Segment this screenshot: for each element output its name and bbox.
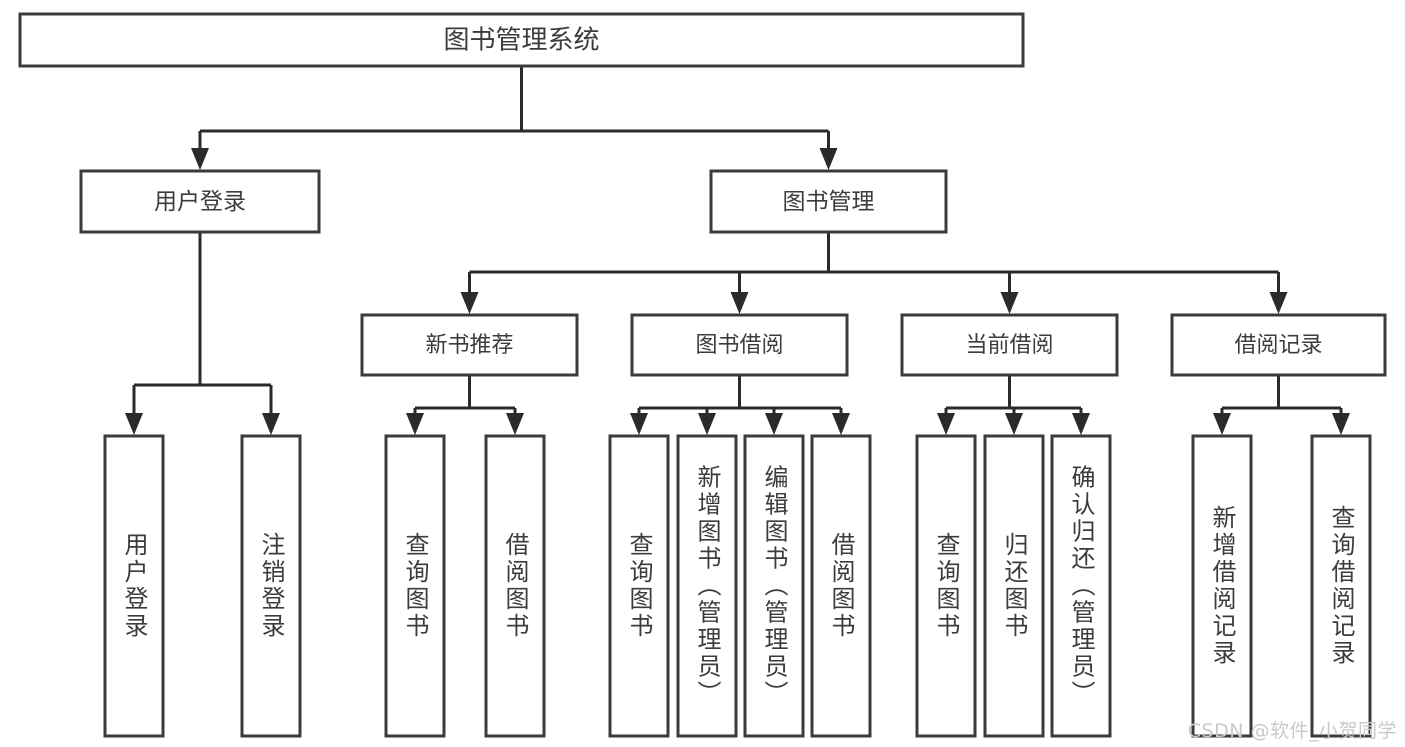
arrow-head-icon	[1000, 292, 1019, 314]
node-borrow-record[interactable]: 借阅记录	[1170, 313, 1387, 377]
node-user-logout[interactable]: 注销登录	[240, 434, 302, 738]
node-label-vertical: 用户登录	[120, 532, 148, 640]
node-box[interactable]	[240, 434, 302, 738]
node-box[interactable]	[630, 313, 849, 377]
node-borrow-query-book[interactable]: 查询图书	[608, 434, 670, 738]
node-cur-confirm-return[interactable]: 确认归还（管理员）	[1050, 434, 1112, 738]
node-box[interactable]	[983, 434, 1045, 738]
node-label: 新书推荐	[425, 333, 513, 358]
node-current-borrow[interactable]: 当前借阅	[900, 313, 1119, 377]
node-label-vertical: 查询图书	[401, 532, 429, 640]
arrow-head-icon	[506, 413, 524, 435]
node-box[interactable]	[676, 434, 738, 738]
node-label-vertical: 借阅图书	[827, 532, 855, 640]
node-rec-query-record[interactable]: 查询借阅记录	[1310, 434, 1372, 738]
arrow-head-icon	[832, 413, 850, 435]
node-label-vertical: 确认归还（管理员）	[1067, 465, 1095, 708]
arrow-head-icon	[460, 292, 479, 314]
node-box[interactable]	[915, 434, 977, 738]
node-box[interactable]	[384, 434, 446, 738]
node-box[interactable]	[484, 434, 546, 738]
node-box[interactable]	[18, 12, 1025, 68]
node-borrow-lend-book[interactable]: 借阅图书	[810, 434, 872, 738]
node-label: 借阅记录	[1234, 333, 1322, 358]
node-label-vertical: 查询图书	[625, 532, 653, 640]
node-layer: 图书管理系统用户登录图书管理用户登录注销登录新书推荐查询图书借阅图书图书借阅查询…	[18, 12, 1387, 738]
arrow-head-icon	[191, 148, 209, 170]
node-label-vertical: 查询图书	[932, 532, 960, 640]
arrow-head-icon	[1269, 292, 1288, 314]
node-label-vertical: 查询借阅记录	[1327, 505, 1355, 667]
node-label-vertical: 注销登录	[257, 532, 285, 640]
node-label-vertical: 新增借阅记录	[1208, 505, 1236, 667]
arrow-head-icon	[125, 413, 143, 435]
node-box[interactable]	[1310, 434, 1372, 738]
node-box[interactable]	[709, 169, 948, 234]
arrow-head-icon	[1332, 413, 1350, 435]
node-label: 当前借阅	[965, 333, 1053, 358]
node-borrow-add-book[interactable]: 新增图书（管理员）	[676, 434, 738, 738]
node-new-book-rec[interactable]: 新书推荐	[360, 313, 579, 377]
node-root[interactable]: 图书管理系统	[18, 12, 1025, 68]
node-box[interactable]	[810, 434, 872, 738]
connector-layer	[125, 66, 1350, 435]
node-book-manage[interactable]: 图书管理	[709, 169, 948, 234]
node-label-vertical: 新增图书（管理员）	[693, 465, 721, 708]
node-rec-add-record[interactable]: 新增借阅记录	[1191, 434, 1253, 738]
node-box[interactable]	[103, 434, 165, 738]
node-borrow-edit-book[interactable]: 编辑图书（管理员）	[743, 434, 805, 738]
node-box[interactable]	[1191, 434, 1253, 738]
node-box[interactable]	[360, 313, 579, 377]
node-label: 图书借阅	[695, 333, 783, 358]
node-label-vertical: 归还图书	[1000, 532, 1028, 640]
node-rec-borrow-book[interactable]: 借阅图书	[484, 434, 546, 738]
node-user-login-do[interactable]: 用户登录	[103, 434, 165, 738]
arrow-head-icon	[630, 413, 648, 435]
node-box[interactable]	[608, 434, 670, 738]
node-label-vertical: 编辑图书（管理员）	[760, 465, 788, 708]
arrow-head-icon	[698, 413, 716, 435]
node-book-borrow[interactable]: 图书借阅	[630, 313, 849, 377]
arrow-head-icon	[937, 413, 955, 435]
node-user-login[interactable]: 用户登录	[79, 169, 321, 234]
node-box[interactable]	[743, 434, 805, 738]
node-cur-query-book[interactable]: 查询图书	[915, 434, 977, 738]
node-box[interactable]	[900, 313, 1119, 377]
node-box[interactable]	[79, 169, 321, 234]
arrow-head-icon	[819, 148, 838, 170]
node-label: 图书管理	[783, 189, 875, 215]
node-label-vertical: 借阅图书	[501, 532, 529, 640]
node-label: 图书管理系统	[443, 26, 599, 56]
arrow-head-icon	[1213, 413, 1231, 435]
node-box[interactable]	[1170, 313, 1387, 377]
arrow-head-icon	[1072, 413, 1090, 435]
node-cur-return-book[interactable]: 归还图书	[983, 434, 1045, 738]
arrow-head-icon	[406, 413, 424, 435]
arrow-head-icon	[730, 292, 749, 314]
arrow-head-icon	[1005, 413, 1023, 435]
arrow-head-icon	[262, 413, 280, 435]
node-rec-query-book[interactable]: 查询图书	[384, 434, 446, 738]
arrow-head-icon	[765, 413, 783, 435]
node-box[interactable]	[1050, 434, 1112, 738]
node-label: 用户登录	[154, 189, 246, 215]
